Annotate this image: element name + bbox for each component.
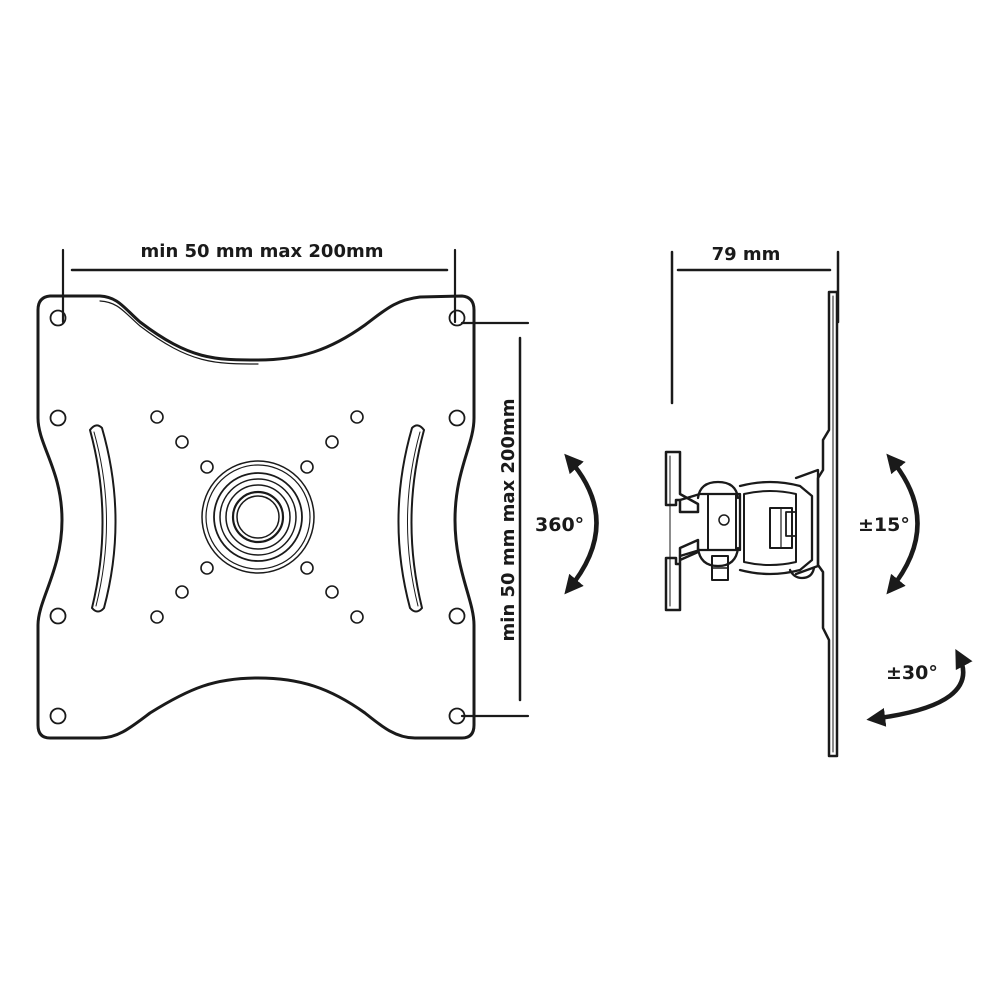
swivel-arrow [866,648,973,727]
mounting-hole [448,607,466,625]
mount-plate-outline [36,294,476,740]
left-curved-slot [89,424,117,613]
front-view: min 50 mm max 200mm min 50 mm max 200mm [36,241,599,740]
width-dimension: min 50 mm max 200mm [61,241,457,324]
tilt-label: ±15° [858,514,910,536]
mounting-hole [448,309,466,327]
height-label: min 50 mm max 200mm [498,399,519,642]
tv-plate-side [816,290,839,758]
swivel-label: ±30° [886,662,938,684]
mounting-hole [150,410,164,424]
mounting-hole [49,707,67,725]
width-label: min 50 mm max 200mm [141,241,384,262]
mounting-hole [350,610,364,624]
height-dimension: min 50 mm max 200mm [460,321,530,718]
mounting-hole [49,607,67,625]
mounting-hole [325,435,339,449]
mounting-hole [300,561,314,575]
vesa-holes [150,410,364,624]
depth-dimension: 79 mm [670,244,840,405]
rotation-label: 360° [535,514,584,536]
side-view: 79 mm ±15° ±30 [664,244,973,758]
corner-holes [49,309,466,725]
depth-label: 79 mm [712,244,781,265]
mounting-hole [175,435,189,449]
mounting-hole [350,410,364,424]
tilt-arrow [886,453,920,595]
mounting-hole [325,585,339,599]
mounting-hole [200,460,214,474]
mounting-hole [150,610,164,624]
mounting-hole [49,409,67,427]
mounting-hole [448,707,466,725]
mounting-hole [49,309,67,327]
rotation-arrow [564,453,599,595]
mounting-hole [200,561,214,575]
wall-bracket [664,450,700,514]
mounting-hole [300,460,314,474]
rotation-hub [201,460,315,574]
right-curved-slot [397,424,425,613]
mounting-hole [448,409,466,427]
mounting-hole [175,585,189,599]
hinge-assembly [678,468,820,581]
